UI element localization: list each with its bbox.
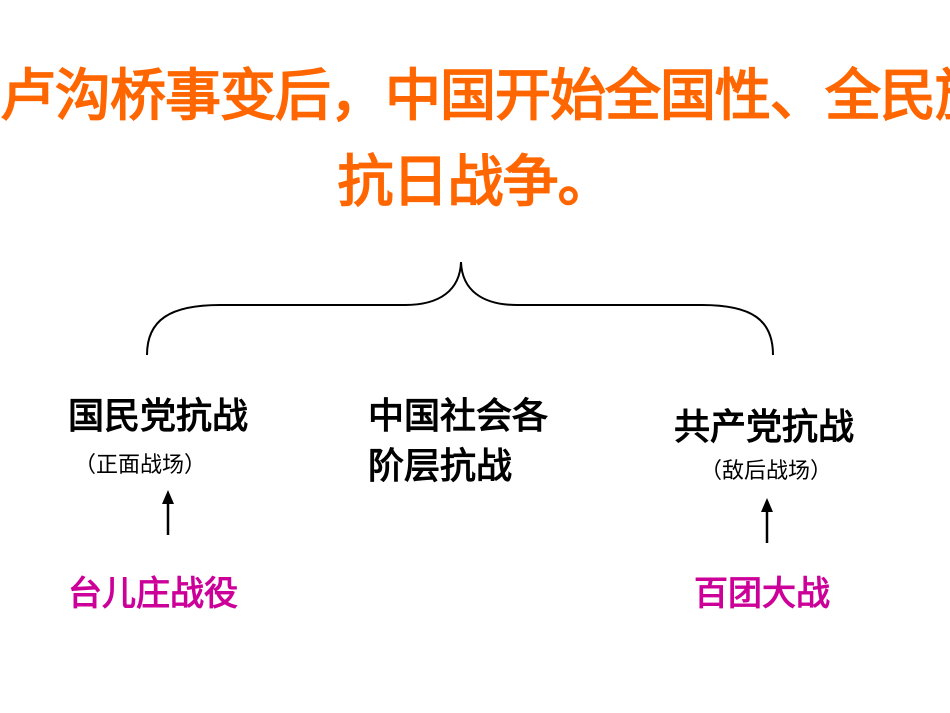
title-line-1: 卢沟桥事变后，中国开始全国性、全民族的 xyxy=(0,64,950,129)
left-arrow xyxy=(162,490,174,535)
middle-line-2: 阶层抗战 xyxy=(368,445,513,487)
right-subtitle: （敌后战场） xyxy=(700,459,833,484)
right-arrow xyxy=(761,498,773,543)
title-line-2: 抗日战争。 xyxy=(337,150,614,215)
right-battle: 百团大战 xyxy=(694,574,830,614)
right-heading: 共产党抗战 xyxy=(674,406,855,448)
left-heading: 国民党抗战 xyxy=(68,395,249,437)
left-battle: 台儿庄战役 xyxy=(68,574,238,614)
middle-line-1: 中国社会各 xyxy=(368,395,549,437)
left-subtitle: （正面战场） xyxy=(74,453,207,478)
curly-brace xyxy=(146,261,774,356)
